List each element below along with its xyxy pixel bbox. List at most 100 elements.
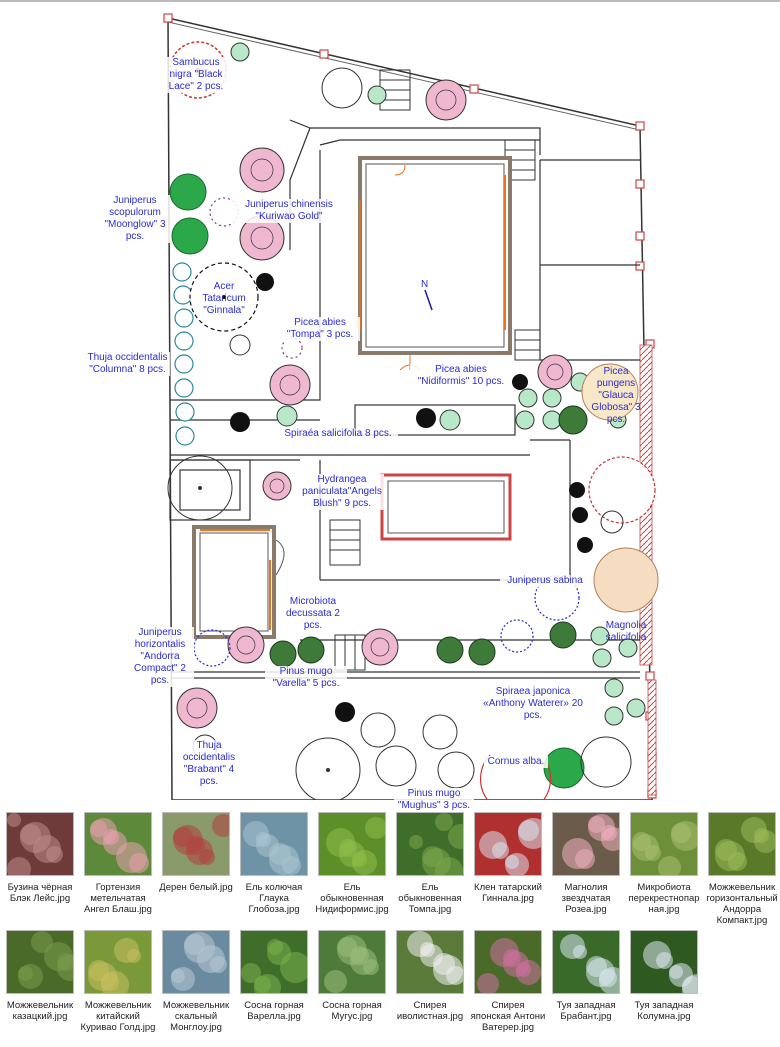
photo-texture	[433, 953, 455, 975]
plant-photo[interactable]	[396, 812, 464, 876]
photo-texture	[682, 974, 697, 993]
photo-texture	[254, 974, 281, 993]
label-picea-pungens: Picea pungens "Glauca Globosa" 3 pcs.	[591, 366, 641, 425]
photo-filename: Дерен белый.jpg	[159, 882, 233, 893]
photo-tile[interactable]: Ель колючая Глаука Глобоза.jpg	[236, 812, 312, 915]
photo-filename: Ель колючая Глаука Глобоза.jpg	[245, 882, 303, 915]
plant-photo[interactable]	[396, 930, 464, 994]
label-juniperus-scopulorum: Juniperus scopulorum "Moonglow" 3 pcs.	[100, 195, 170, 243]
photo-texture	[658, 856, 681, 875]
photo-texture	[212, 814, 229, 837]
photo-texture	[7, 857, 31, 875]
plant-photo[interactable]	[630, 812, 698, 876]
label-sambucus: Sambucus nigra "Black Lace" 2 pcs.	[160, 57, 232, 93]
photo-texture	[575, 849, 595, 869]
photo-filename: Можжевельник казацкий.jpg	[6, 1000, 74, 1022]
photo-texture	[645, 845, 661, 861]
label-pinus-mughus: Pinus mugo "Mughus" 3 pcs.	[394, 788, 474, 812]
plant-photo[interactable]	[552, 930, 620, 994]
pool	[380, 473, 512, 541]
photo-texture	[754, 828, 769, 843]
photo-filename: Сосна горная Варелла.jpg	[244, 1000, 304, 1022]
plant-photo[interactable]	[84, 812, 152, 876]
label-spiraea-salicifolia: Spiraéa salicifolia 8 pcs.	[278, 428, 398, 440]
photo-tile[interactable]: Можжевельник горизонтальный Андорра Комп…	[704, 812, 780, 926]
label-magnolia: Magnolia salicifolia	[605, 620, 647, 643]
photo-filename: Спирея иволистная.jpg	[396, 1000, 464, 1022]
photo-texture	[352, 850, 377, 875]
label-thuja-brabant: Thuja occidentalis "Brabant" 4 pcs.	[176, 740, 242, 788]
photo-tile[interactable]: Можжевельник китайский Куриваo Голд.jpg	[80, 930, 156, 1033]
photo-texture	[46, 846, 63, 863]
plant-photo[interactable]	[474, 930, 542, 994]
photo-filename: Можжевельник китайский Куриваo Голд.jpg	[80, 1000, 156, 1033]
photo-tile[interactable]: Туя западная Брабант.jpg	[548, 930, 624, 1022]
photo-filename: Туя западная Колумна.jpg	[634, 1000, 694, 1022]
plant-photo[interactable]	[162, 930, 230, 994]
photo-filename: Можжевельник скальный Монглоу.jpg	[162, 1000, 230, 1033]
photo-tile[interactable]: Магнолия звездчатая Розеа.jpg	[548, 812, 624, 915]
photo-texture	[365, 817, 385, 839]
photo-tile[interactable]: Туя западная Колумна.jpg	[626, 930, 702, 1022]
plant-photo[interactable]	[318, 930, 386, 994]
plant-photo[interactable]	[6, 812, 74, 876]
label-juniperus-sabina: Juniperus sabina	[500, 575, 590, 587]
fence-posts	[163, 13, 657, 799]
label-acer: Acer Tataricum "Ginnala"	[202, 281, 246, 316]
plant-photo[interactable]	[240, 930, 308, 994]
photo-texture	[632, 832, 651, 851]
photo-filename: Туя западная Брабант.jpg	[556, 1000, 616, 1022]
plant-photo[interactable]	[6, 930, 74, 994]
photo-texture	[199, 849, 215, 865]
photo-tile[interactable]: Клен татарский Гиннала.jpg	[470, 812, 546, 904]
photo-texture	[20, 822, 51, 853]
photo-texture	[573, 945, 587, 959]
photo-filename: Можжевельник горизонтальный Андорра Комп…	[706, 882, 778, 926]
photo-texture	[363, 959, 379, 975]
photo-texture	[435, 857, 463, 875]
photo-filename: Сосна горная Мугус.jpg	[322, 1000, 382, 1022]
plant-photo[interactable]	[318, 812, 386, 876]
plant-photo[interactable]	[84, 930, 152, 994]
photo-texture	[339, 839, 357, 857]
plant-photo[interactable]	[162, 812, 230, 876]
plant-photo[interactable]	[552, 812, 620, 876]
photo-tile[interactable]: Гортензия метельчатая Ангел Блаш.jpg	[80, 812, 156, 915]
photo-tile[interactable]: Ель обыкновенная Томпа.jpg	[392, 812, 468, 915]
plant-photo[interactable]	[708, 812, 776, 876]
photo-tile[interactable]: Спирея японская Антони Ватерер.jpg	[470, 930, 546, 1033]
photo-texture	[518, 818, 541, 849]
gazebo	[192, 525, 285, 639]
photo-tile[interactable]: Бузина чёрная Блэк Лейс.jpg	[2, 812, 78, 904]
plant-photo[interactable]	[630, 930, 698, 994]
photo-texture	[516, 960, 541, 985]
photo-filename: Клен татарский Гиннала.jpg	[474, 882, 542, 904]
photo-tile[interactable]: Спирея иволистная.jpg	[392, 930, 468, 1022]
photo-tile[interactable]: Можжевельник казацкий.jpg	[2, 930, 78, 1022]
photo-texture	[656, 952, 673, 969]
label-juniperus-horizontalis: Juniperus horizontalis "Andorra Compact"…	[126, 627, 194, 687]
photo-tile[interactable]: Сосна горная Мугус.jpg	[314, 930, 390, 1022]
photo-texture	[599, 967, 619, 993]
photo-texture	[505, 853, 529, 875]
photo-texture	[269, 843, 291, 865]
label-thuja-columna: Thuja occidentalis "Columna" 8 pcs.	[85, 352, 170, 376]
photo-texture	[127, 949, 141, 963]
photo-texture	[129, 853, 149, 873]
plant-photo[interactable]	[474, 812, 542, 876]
photo-texture	[7, 813, 21, 827]
photo-tile[interactable]: Дерен белый.jpg	[158, 812, 234, 893]
photo-texture	[57, 953, 73, 971]
photo-tile[interactable]: Микробиота перекрестнопарная.jpg	[626, 812, 702, 915]
photo-texture	[267, 939, 283, 955]
photo-texture	[171, 967, 195, 991]
photo-filename: Микробиота перекрестнопарная.jpg	[628, 882, 700, 915]
photo-tile[interactable]: Сосна горная Варелла.jpg	[236, 930, 312, 1022]
photo-filename: Спирея японская Антони Ватерер.jpg	[470, 1000, 546, 1033]
photo-tile[interactable]: Ель обыкновенная Нидиформис.jpg	[314, 812, 390, 915]
photo-filename: Ель обыкновенная Томпа.jpg	[398, 882, 462, 915]
label-pinus-varella: Pinus mugo "Varella" 5 pcs.	[265, 666, 347, 690]
photo-tile[interactable]: Можжевельник скальный Монглоу.jpg	[158, 930, 234, 1033]
plant-photo[interactable]	[240, 812, 308, 876]
photo-texture	[715, 839, 737, 861]
